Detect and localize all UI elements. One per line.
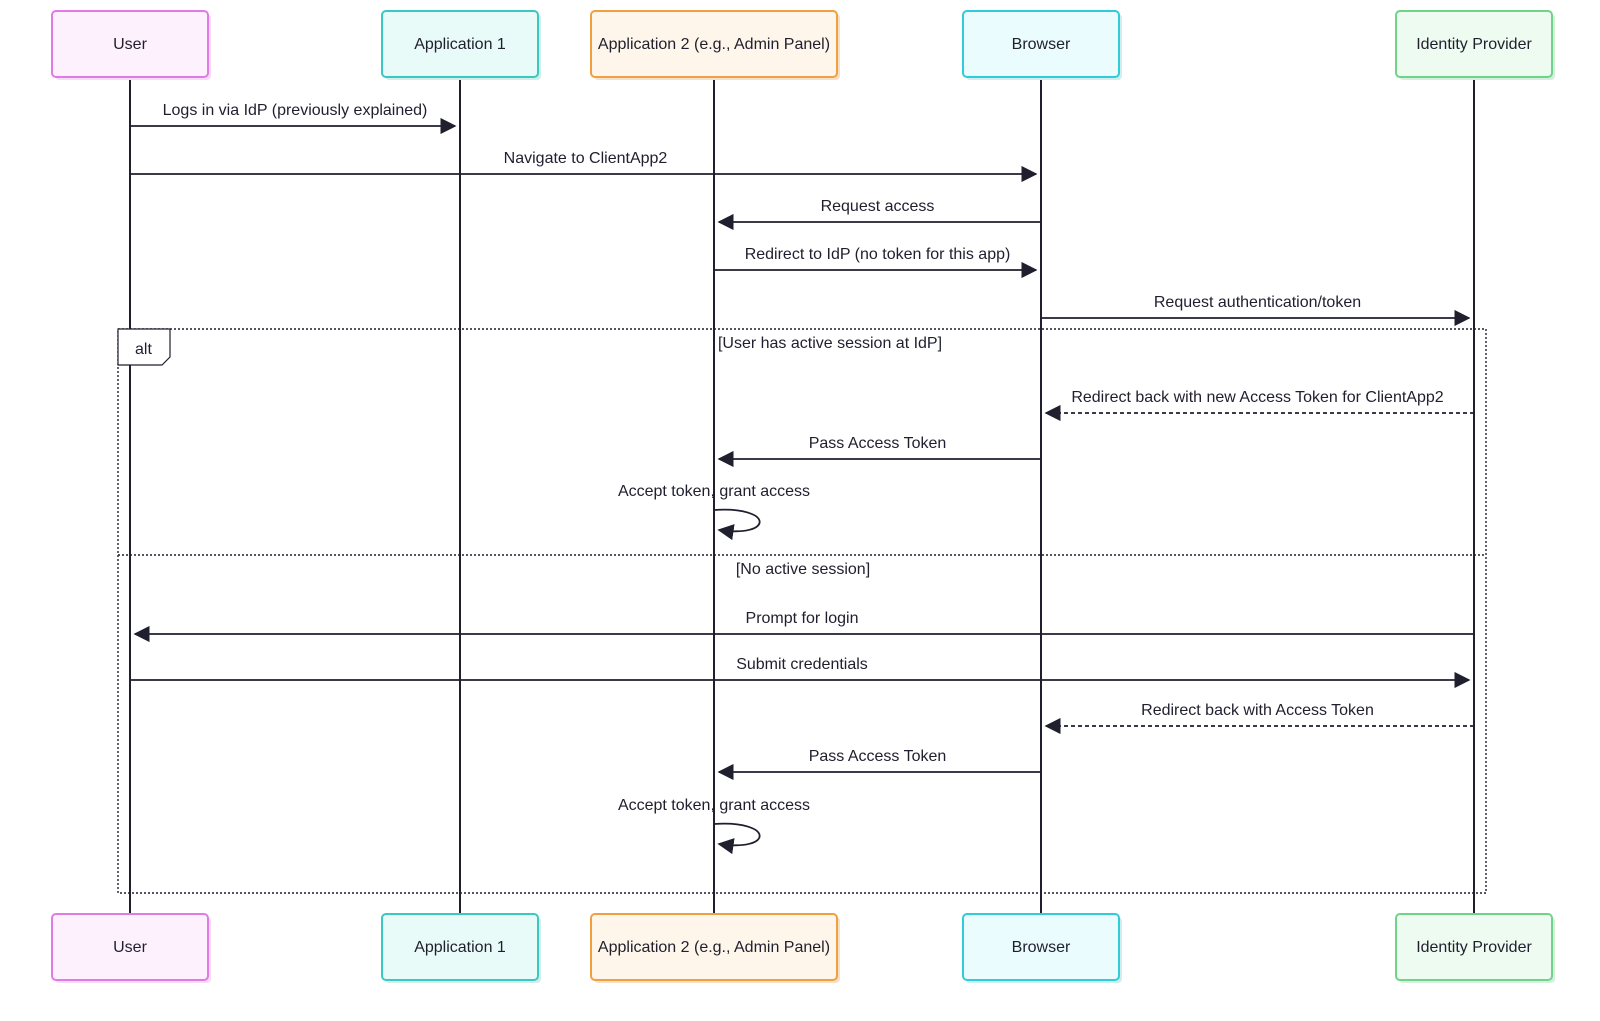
message-9: Prompt for login <box>133 610 1474 643</box>
message-label: Redirect back with new Access Token for … <box>1071 389 1443 406</box>
message-11: Redirect back with Access Token <box>1044 702 1474 735</box>
message-label: Submit credentials <box>736 656 868 673</box>
actor-idp-bottom: Identity Provider <box>1395 913 1555 983</box>
message-label: Request authentication/token <box>1154 294 1361 311</box>
message-4: Redirect to IdP (no token for this app) <box>714 246 1038 279</box>
alt-condition-1: [User has active session at IdP] <box>718 335 942 352</box>
actor-box <box>51 10 209 78</box>
actor-box <box>590 10 838 78</box>
message-label: Redirect back with Access Token <box>1141 702 1374 719</box>
message-label: Accept token, grant access <box>618 483 810 500</box>
alt-condition-2: [No active session] <box>736 561 870 578</box>
actor-app1-top: Application 1 <box>381 10 541 80</box>
message-label: Accept token, grant access <box>618 797 810 814</box>
actor-box <box>962 913 1120 981</box>
actor-label: Identity Provider <box>1416 939 1532 956</box>
actor-label: User <box>113 36 147 53</box>
actor-box <box>381 913 539 981</box>
actor-box <box>1395 913 1553 981</box>
message-label: Navigate to ClientApp2 <box>504 150 668 167</box>
message-label: Request access <box>821 198 935 215</box>
message-1: Logs in via IdP (previously explained) <box>130 102 457 135</box>
message-label: Logs in via IdP (previously explained) <box>163 102 428 119</box>
actor-box <box>51 913 209 981</box>
actor-label: Application 1 <box>414 36 506 53</box>
message-3: Request access <box>717 198 1041 231</box>
actor-box <box>962 10 1120 78</box>
message-label: Pass Access Token <box>809 435 947 452</box>
message-7: Pass Access Token <box>717 435 1041 468</box>
actor-app1-bottom: Application 1 <box>381 913 541 983</box>
actor-idp-top: Identity Provider <box>1395 10 1555 80</box>
actor-app2-bottom: Application 2 (e.g., Admin Panel) <box>590 913 840 983</box>
self-arrow <box>713 822 761 855</box>
actor-user-bottom: User <box>51 913 211 983</box>
message-10: Submit credentials <box>130 656 1471 689</box>
actor-label: Application 1 <box>414 939 506 956</box>
actor-user-top: User <box>51 10 211 80</box>
actor-label: Application 2 (e.g., Admin Panel) <box>598 939 830 956</box>
actor-box <box>381 10 539 78</box>
message-13: Accept token, grant access <box>618 797 810 855</box>
message-label: Pass Access Token <box>809 748 947 765</box>
alt-frame-label: alt <box>135 341 152 358</box>
actor-label: User <box>113 939 147 956</box>
message-label: Redirect to IdP (no token for this app) <box>745 246 1011 263</box>
message-5: Request authentication/token <box>1041 294 1471 327</box>
message-6: Redirect back with new Access Token for … <box>1044 389 1474 422</box>
actor-label: Browser <box>1012 36 1071 53</box>
actor-label: Application 2 (e.g., Admin Panel) <box>598 36 830 53</box>
messages: Logs in via IdP (previously explained) Na… <box>130 102 1474 855</box>
message-2: Navigate to ClientApp2 <box>130 150 1038 183</box>
alt-frame: alt [User has active session at IdP] [No… <box>117 328 1487 894</box>
actor-label: Identity Provider <box>1416 36 1532 53</box>
message-label: Prompt for login <box>746 610 859 627</box>
actor-label: Browser <box>1012 939 1071 956</box>
message-12: Pass Access Token <box>717 748 1041 781</box>
actor-app2-top: Application 2 (e.g., Admin Panel) <box>590 10 840 80</box>
alt-frame-border <box>117 328 1487 894</box>
message-8: Accept token, grant access <box>618 483 810 541</box>
actor-browser-top: Browser <box>962 10 1122 80</box>
actor-box <box>1395 10 1553 78</box>
self-arrow <box>713 508 761 541</box>
lifelines <box>129 77 1475 914</box>
actor-browser-bottom: Browser <box>962 913 1122 983</box>
alt-frame-tab <box>117 328 171 366</box>
actor-box <box>590 913 838 981</box>
